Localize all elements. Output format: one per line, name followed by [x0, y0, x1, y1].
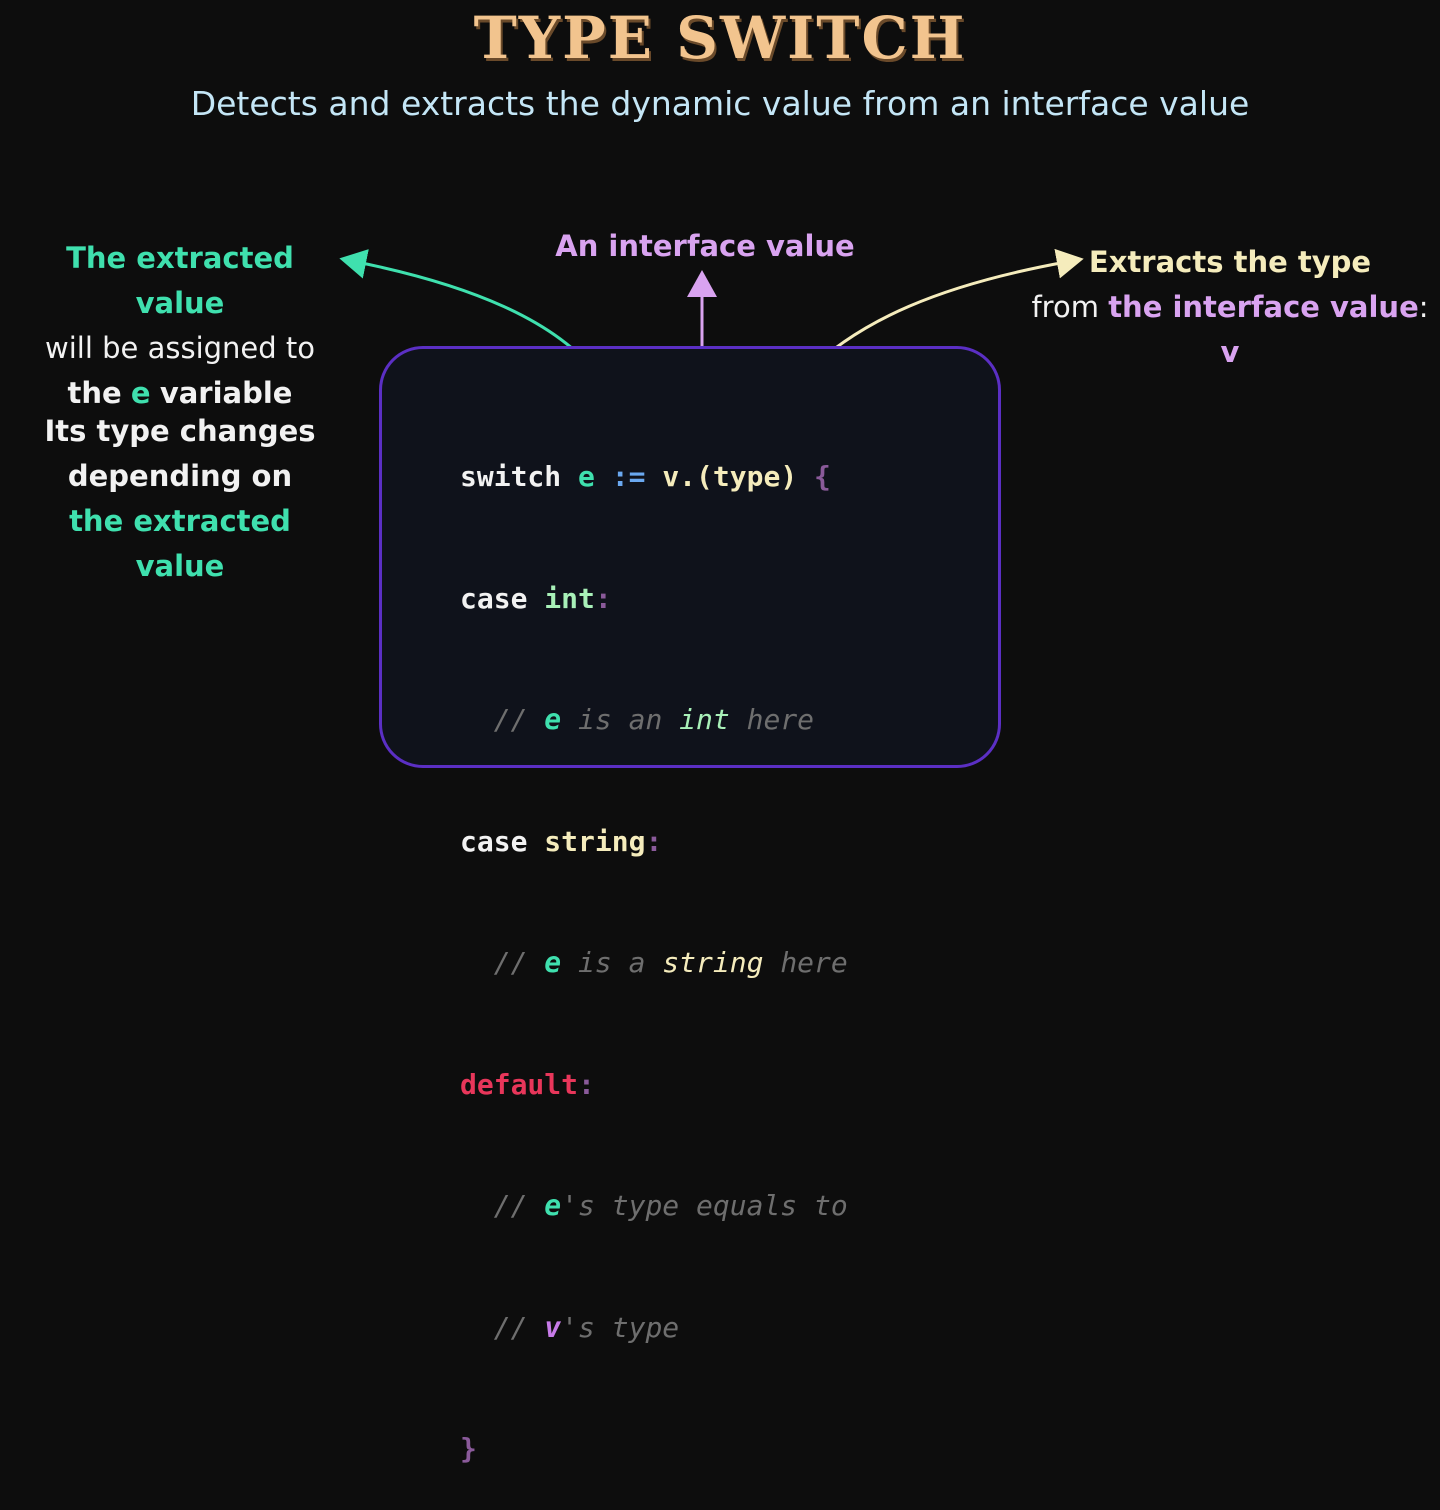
extracts-type-note: Extracts the type from the interface val… — [1030, 240, 1430, 375]
code-token: int — [544, 581, 595, 615]
code-token: := — [611, 460, 646, 493]
code-token: int — [679, 703, 730, 736]
code-line: case int: — [460, 579, 848, 620]
code-box — [379, 346, 1001, 768]
code-line: // e is a string here — [460, 943, 848, 984]
code-token: e — [544, 946, 562, 979]
note-text: the interface value — [1108, 290, 1419, 324]
code-token: case — [460, 581, 528, 615]
code-token: 's type — [561, 1310, 680, 1344]
code-token: here — [746, 703, 815, 736]
code-line: // v's type — [460, 1308, 848, 1349]
code-token: // — [493, 1189, 528, 1222]
code-block: switch e := v.(type) { case int: // e is… — [460, 376, 848, 1510]
note-line: Extracts the type — [1088, 245, 1372, 279]
code-token: v.(type) — [662, 460, 798, 493]
note-line: will be assigned to — [45, 331, 315, 365]
note-line: the extracted value — [69, 504, 291, 583]
note-text: variable — [159, 376, 293, 410]
code-token: { — [814, 460, 831, 493]
code-token: } — [460, 1432, 477, 1465]
code-token: : — [578, 1067, 595, 1101]
code-line: } — [460, 1429, 848, 1470]
note-line: from the interface value: — [1030, 285, 1430, 330]
code-token: 's type equals to — [561, 1189, 848, 1222]
code-token: : — [594, 581, 612, 615]
note-text: : — [1418, 290, 1429, 324]
code-line: case string: — [460, 822, 848, 863]
code-token: string — [544, 824, 646, 858]
code-token: e — [544, 703, 562, 736]
page-title: TYPE SWITCH — [473, 4, 967, 72]
code-token: case — [460, 824, 528, 858]
code-token: v — [544, 1310, 562, 1344]
code-line: default: — [460, 1065, 848, 1106]
code-token: e — [544, 1189, 562, 1222]
code-token: default — [460, 1067, 579, 1101]
type-changes-note: Its type changes depending on the extrac… — [20, 409, 340, 589]
page-subtitle: Detects and extracts the dynamic value f… — [190, 84, 1250, 123]
note-text: e — [130, 376, 151, 410]
note-text: from — [1031, 290, 1099, 324]
note-line: the e variable — [20, 371, 340, 416]
code-token: : — [645, 824, 663, 858]
code-token: is a — [578, 946, 646, 979]
note-line: depending on — [67, 459, 293, 493]
code-token: here — [780, 946, 848, 979]
code-token: // — [493, 946, 528, 979]
code-line: switch e := v.(type) { — [460, 457, 848, 498]
interface-value-label: An interface value — [555, 229, 855, 263]
code-token: switch — [460, 460, 562, 493]
code-token: is an — [578, 703, 663, 736]
note-line: v — [1220, 335, 1240, 369]
note-line: Its type changes — [44, 414, 316, 448]
note-line: The extracted value — [66, 241, 294, 320]
code-token: // — [493, 1310, 528, 1344]
code-token: // — [493, 703, 528, 736]
code-token: e — [578, 460, 595, 493]
note-text: the — [67, 376, 122, 410]
extracted-value-note: The extracted value will be assigned to … — [20, 236, 340, 416]
code-token: string — [662, 946, 764, 979]
code-line: // e is an int here — [460, 700, 848, 741]
code-line: // e's type equals to — [460, 1186, 848, 1227]
